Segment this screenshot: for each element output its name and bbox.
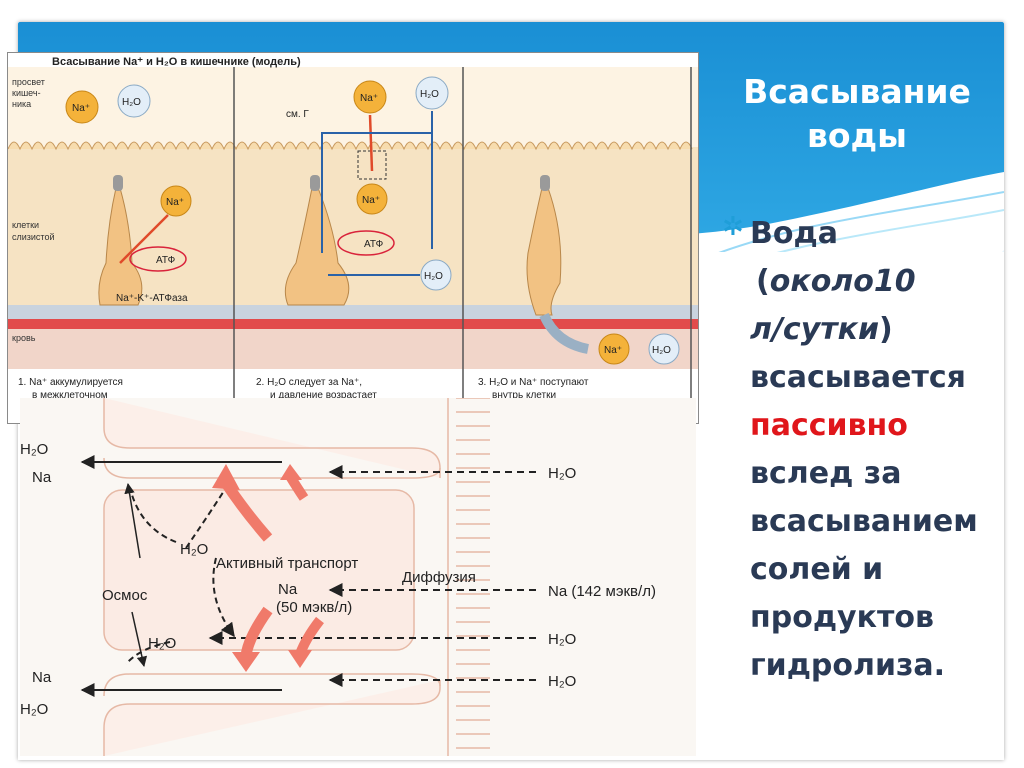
right-na: Na (142 мэкв/л): [548, 583, 656, 600]
blood-label: кровь: [12, 333, 36, 343]
body-line: продуктов: [750, 600, 934, 635]
lumen-label: просвет: [12, 77, 45, 87]
osmosis-path-icon: [185, 477, 233, 549]
slide-title-line1: Всасывание: [743, 72, 971, 111]
na-ion-icon: [65, 90, 99, 124]
water-label: H₂O: [652, 345, 671, 356]
exit-arrow-icon: [539, 312, 590, 354]
top-figure: Всасывание Na⁺ и H₂O в кишечнике (модель…: [7, 52, 699, 424]
h2o-mid-2: H₂O: [148, 635, 176, 652]
right-h2o-3: H₂O: [548, 673, 576, 690]
left-na-top: Na: [32, 469, 52, 486]
bottom-figure-svg: H₂O Na Na H₂O H₂O Na (142 мэкв/л) H₂O H₂…: [20, 398, 696, 756]
right-h2o-1: H₂O: [548, 465, 576, 482]
left-h2o-bottom: H₂O: [20, 701, 48, 718]
osmosis-path-icon: [125, 641, 171, 665]
caption-1: в межклеточном: [32, 390, 108, 401]
water-label: H₂O: [122, 97, 141, 108]
na-ion-icon: [598, 333, 630, 365]
cells-label: слизистой: [12, 232, 55, 242]
na-ion-icon: [353, 80, 387, 114]
amount-italic: около10: [769, 264, 916, 299]
na-inner-label: Na: [278, 581, 298, 598]
transport-arrow-icon: [368, 114, 374, 172]
body-line: Вода: [750, 216, 838, 251]
figure-title: Всасывание Na⁺ и H₂O в кишечнике (модель…: [52, 56, 301, 68]
top-figure-svg: Всасывание Na⁺ и H₂O в кишечнике (модель…: [8, 53, 698, 423]
body-line: л/сутки): [750, 306, 1010, 354]
na-ion-label: Na⁺: [362, 195, 380, 206]
h2o-mid-1: H₂O: [180, 541, 208, 558]
caption-3: внутрь клетки: [492, 390, 556, 401]
na-ion-label: Na⁺: [604, 345, 622, 356]
body-line: (около10: [756, 258, 1010, 306]
diffusion-label: Диффузия: [402, 569, 476, 586]
osmosis-arrow-icon: [131, 611, 148, 668]
right-h2o-2: H₂O: [548, 631, 576, 648]
transport-arrow-icon: [119, 214, 169, 264]
left-na-bottom: Na: [32, 669, 52, 686]
atp-label: АТФ: [364, 239, 384, 250]
active-transport-arrow-icon: [288, 650, 312, 668]
osmosis-path-icon: [212, 557, 235, 638]
na-ion-icon: [356, 183, 388, 215]
active-transport-arrow-icon: [232, 652, 260, 672]
tight-junction-icon: [310, 175, 320, 191]
pump-label: Na⁺-K⁺-АТФаза: [116, 293, 188, 304]
osmosis-arrow-icon: [124, 482, 141, 559]
water-molecule-icon: [415, 76, 449, 110]
bottom-figure: H₂O Na Na H₂O H₂O Na (142 мэкв/л) H₂O H₂…: [20, 398, 696, 756]
left-h2o-top: H₂O: [20, 441, 48, 458]
tight-junction-icon: [113, 175, 123, 191]
water-molecule-icon: [117, 84, 151, 118]
detail-box-icon: [357, 150, 387, 180]
slide-title: Всасывание воды: [712, 70, 1002, 158]
caption-2: 2. H₂O следует за Na⁺,: [256, 377, 362, 388]
caption-3: 3. H₂O и Na⁺ поступают: [478, 377, 589, 388]
paren-close: ): [879, 312, 893, 347]
slide-title-line2: воды: [806, 116, 908, 155]
na-ion-label: Na⁺: [360, 93, 378, 104]
body-line: гидролиза.: [750, 648, 946, 683]
water-molecule-icon: [648, 333, 680, 365]
active-transport-label: Активный транспорт: [216, 555, 358, 572]
water-label: H₂O: [420, 89, 439, 100]
na-ion-icon: [160, 185, 192, 217]
bullet-icon: ✲: [722, 212, 744, 242]
paren-open: (: [756, 264, 770, 299]
body-line: солей и: [750, 552, 884, 587]
cells-label: клетки: [12, 220, 39, 230]
lumen-label: ника: [12, 99, 31, 109]
atp-icon: [129, 246, 187, 272]
tight-junction-icon: [540, 175, 550, 191]
caption-1: 1. Na⁺ аккумулируется: [18, 377, 123, 388]
body-line: вслед за: [750, 456, 902, 491]
body-line: всасыванием: [750, 504, 978, 539]
caption-2: и давление возрастает: [270, 390, 377, 401]
na-inner-conc: (50 мэкв/л): [276, 599, 352, 616]
atp-icon: [337, 230, 395, 256]
body-text: Вода (около10 л/сутки) всасывается пасси…: [750, 210, 1010, 690]
na-ion-label: Na⁺: [166, 197, 184, 208]
unit-italic: л/сутки: [750, 312, 880, 347]
lumen-label: кишеч-: [12, 88, 41, 98]
body-line: всасывается: [750, 360, 966, 395]
body-line-highlight: пассивно: [750, 408, 908, 443]
na-ion-label: Na⁺: [72, 103, 90, 114]
water-label: H₂O: [424, 271, 443, 282]
osmosis-label: Осмос: [102, 587, 148, 604]
water-molecule-icon: [420, 259, 452, 291]
atp-label: АТФ: [156, 255, 176, 266]
see-label: см. Г: [286, 109, 309, 120]
active-transport-arrow-icon: [212, 464, 240, 490]
active-transport-arrow-icon: [280, 464, 302, 480]
